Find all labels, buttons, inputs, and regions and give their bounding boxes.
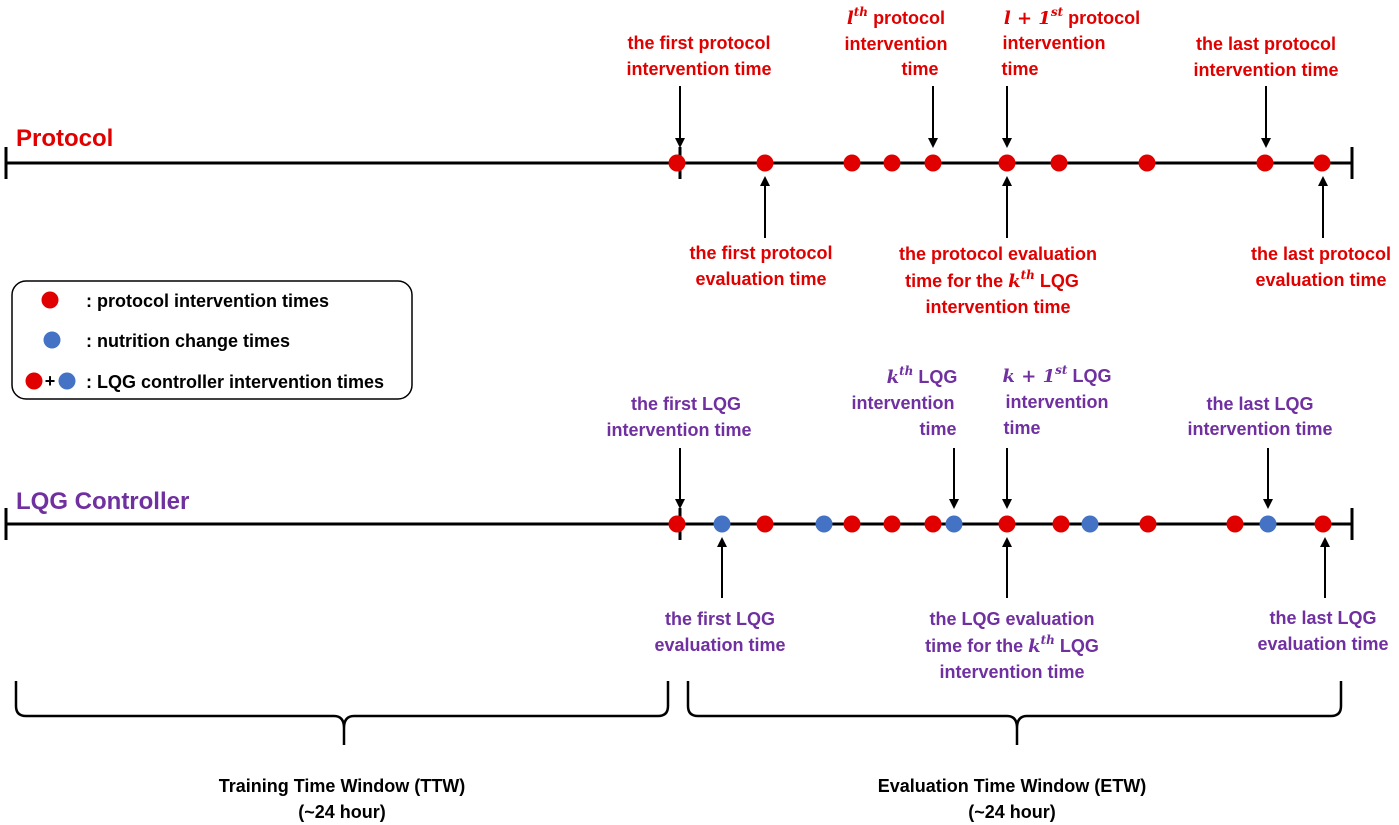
lqg-title: LQG Controller [16, 488, 189, 515]
training-window-brace [14, 681, 670, 746]
protocol-dot [1138, 154, 1156, 172]
svg-text:Evaluation Time Window (ETW): Evaluation Time Window (ETW) [878, 776, 1147, 796]
svg-text:(~24 hour): (~24 hour) [968, 802, 1056, 822]
svg-text:time for the kth LQG: time for the kth LQG [905, 268, 1079, 292]
svg-text:intervention: intervention [844, 34, 947, 54]
red-dot-icon [41, 291, 59, 309]
lqg-first-evaluation-label: the first LQG evaluation time [654, 609, 785, 655]
protocol-first-evaluation-label: the first protocol evaluation time [690, 243, 833, 289]
blue-dot-icon [58, 372, 76, 390]
legend: : protocol intervention times : nutritio… [11, 280, 413, 400]
blue-dot-icon [43, 331, 61, 349]
red-dot-icon [25, 372, 43, 390]
nutrition-dot [945, 515, 963, 533]
svg-text:intervention: intervention [1005, 392, 1108, 412]
plus-icon: + [45, 371, 56, 391]
svg-text:the first LQG: the first LQG [631, 394, 741, 414]
legend-item-lqg: : LQG controller intervention times [86, 372, 384, 392]
protocol-first-intervention-label: the first protocol intervention time [626, 33, 771, 79]
training-window-label: Training Time Window (TTW) (~24 hour) [219, 776, 465, 822]
svg-text:lth protocol: lth protocol [847, 5, 945, 29]
protocol-arrows [675, 86, 1328, 238]
svg-text:intervention time: intervention time [939, 662, 1084, 682]
protocol-dot [1050, 154, 1068, 172]
protocol-dot [924, 515, 942, 533]
svg-text:the last protocol: the last protocol [1196, 34, 1336, 54]
protocol-dot [756, 515, 774, 533]
svg-text:intervention: intervention [1002, 33, 1105, 53]
protocol-dot [1313, 154, 1331, 172]
svg-text:the protocol evaluation: the protocol evaluation [899, 244, 1097, 264]
protocol-dot [668, 515, 686, 533]
svg-text:the first protocol: the first protocol [690, 243, 833, 263]
protocol-dot [1226, 515, 1244, 533]
protocol-dot [998, 515, 1016, 533]
legend-item-nutrition: : nutrition change times [86, 331, 290, 351]
svg-text:time: time [1001, 59, 1038, 79]
svg-text:intervention time: intervention time [925, 297, 1070, 317]
protocol-dot [843, 515, 861, 533]
svg-text:evaluation time: evaluation time [654, 635, 785, 655]
nutrition-dot [815, 515, 833, 533]
svg-text:k + 1st LQG: k + 1st LQG [1003, 363, 1112, 387]
legend-item-protocol: : protocol intervention times [86, 291, 329, 311]
legend-box [11, 280, 413, 400]
protocol-dot [756, 154, 774, 172]
lqg-dots [668, 515, 1332, 533]
lqg-k1st-intervention-label: k + 1st LQG intervention time [1003, 363, 1112, 438]
svg-text:time for the kth LQG: time for the kth LQG [925, 633, 1099, 657]
lqg-arrows [675, 448, 1330, 598]
svg-text:intervention: intervention [851, 393, 954, 413]
protocol-dot [843, 154, 861, 172]
protocol-dot [1256, 154, 1274, 172]
lqg-kth-evaluation-label: the LQG evaluation time for the kth LQG … [925, 609, 1099, 682]
protocol-kth-evaluation-label: the protocol evaluation time for the kth… [899, 244, 1097, 317]
svg-text:the first LQG: the first LQG [665, 609, 775, 629]
protocol-dot [668, 154, 686, 172]
protocol-lth-intervention-label: lth protocol intervention time [844, 5, 947, 79]
svg-text:time: time [919, 419, 956, 439]
svg-text:the LQG evaluation: the LQG evaluation [929, 609, 1094, 629]
evaluation-window-label: Evaluation Time Window (ETW) (~24 hour) [878, 776, 1147, 822]
svg-text:Training Time Window (TTW): Training Time Window (TTW) [219, 776, 465, 796]
evaluation-window-brace [686, 681, 1343, 746]
protocol-dot [998, 154, 1016, 172]
protocol-l1st-intervention-label: l + 1st protocol intervention time [1001, 5, 1140, 79]
protocol-last-intervention-label: the last protocol intervention time [1193, 34, 1338, 80]
lqg-last-evaluation-label: the last LQG evaluation time [1257, 608, 1388, 654]
protocol-title: Protocol [16, 125, 113, 152]
svg-text:time: time [901, 59, 938, 79]
protocol-dot [1052, 515, 1070, 533]
nutrition-dot [1081, 515, 1099, 533]
protocol-dot [1314, 515, 1332, 533]
lqg-first-intervention-label: the first LQG intervention time [606, 394, 751, 440]
svg-text:intervention time: intervention time [1187, 419, 1332, 439]
protocol-dots [668, 154, 1331, 172]
lqg-last-intervention-label: the last LQG intervention time [1187, 394, 1332, 439]
svg-text:evaluation time: evaluation time [1255, 270, 1386, 290]
svg-text:the last protocol: the last protocol [1251, 244, 1391, 264]
nutrition-dot [713, 515, 731, 533]
protocol-dot [883, 154, 901, 172]
protocol-dot [924, 154, 942, 172]
svg-text:intervention time: intervention time [606, 420, 751, 440]
svg-text:intervention time: intervention time [626, 59, 771, 79]
svg-text:time: time [1003, 418, 1040, 438]
svg-text:the first protocol: the first protocol [628, 33, 771, 53]
lqg-kth-intervention-label: kth LQG intervention time [851, 364, 957, 439]
protocol-dot [1139, 515, 1157, 533]
svg-text:(~24 hour): (~24 hour) [298, 802, 386, 822]
protocol-last-evaluation-label: the last protocol evaluation time [1251, 244, 1391, 290]
svg-text:kth LQG: kth LQG [887, 364, 958, 388]
svg-text:l + 1st protocol: l + 1st protocol [1004, 5, 1140, 29]
protocol-dot [883, 515, 901, 533]
svg-text:intervention time: intervention time [1193, 60, 1338, 80]
svg-text:evaluation time: evaluation time [695, 269, 826, 289]
svg-text:evaluation time: evaluation time [1257, 634, 1388, 654]
svg-text:the last LQG: the last LQG [1206, 394, 1313, 414]
nutrition-dot [1259, 515, 1277, 533]
svg-text:the last LQG: the last LQG [1269, 608, 1376, 628]
